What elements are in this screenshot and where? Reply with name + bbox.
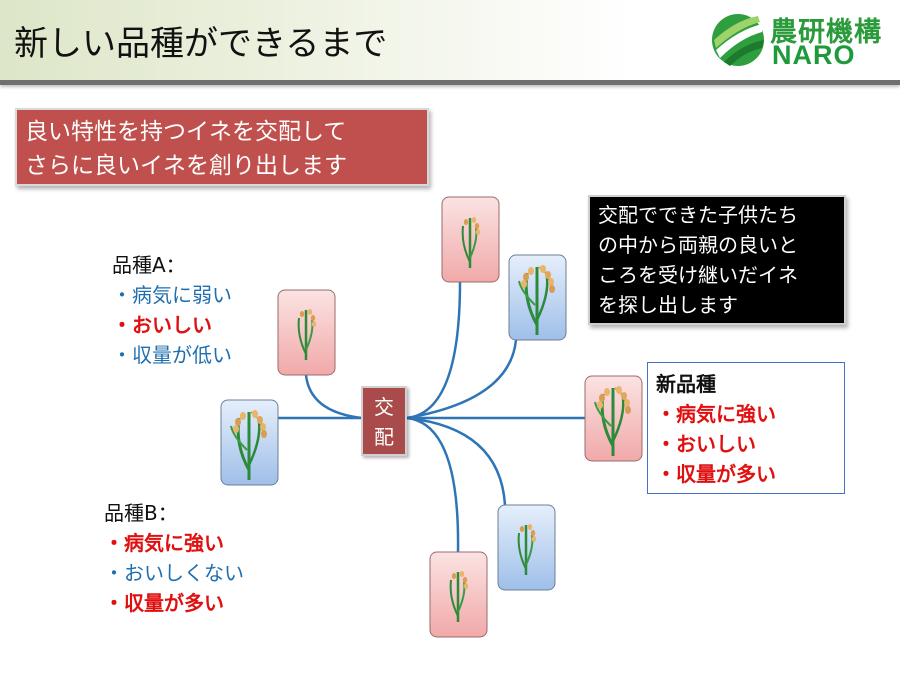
- trait-item: ・おいしくない: [104, 561, 244, 585]
- variety-a-traits: 品種A： ・病気に弱い ・おいしい ・収量が低い: [112, 250, 232, 370]
- trait-item: ・病気に強い: [656, 402, 776, 426]
- trait-item: ・収量が低い: [112, 343, 232, 367]
- note-line: の中から両親の良いと: [598, 233, 798, 257]
- variety-b-traits: 品種B： ・病気に強い ・おいしくない ・収量が多い: [104, 498, 244, 618]
- line-child-1: [406, 281, 462, 420]
- line-child-5: [406, 416, 460, 553]
- note-line: 交配でできた子供たち: [598, 203, 798, 227]
- parent-b-card: [220, 399, 279, 486]
- logo-text-en: NARO: [772, 40, 856, 70]
- logo-text-jp: 農研機構: [770, 17, 882, 48]
- trait-item: ・病気に強い: [104, 531, 224, 555]
- trait-item: ・おいしい: [656, 432, 756, 456]
- slide-header: 新しい品種ができるまで 農研機構 NARO: [0, 0, 900, 85]
- new-variety-box: 新品種 ・病気に強い ・おいしい ・収量が多い: [647, 362, 845, 494]
- variety-b-heading: 品種B：: [104, 501, 178, 525]
- parent-a-card: [277, 289, 336, 376]
- line-child-4: [406, 416, 507, 506]
- cross-label-char: 交: [374, 395, 394, 419]
- trait-item: ・収量が多い: [104, 591, 224, 615]
- intro-box: 良い特性を持つイネを交配して さらに良いイネを創り出します: [15, 108, 429, 186]
- child-card-3: [584, 375, 643, 462]
- child-card-1: [441, 196, 500, 283]
- cross-label-char: 配: [374, 425, 394, 449]
- note-line: ころを受け継いだイネ: [598, 263, 798, 287]
- cross-label: 交 配: [361, 386, 407, 456]
- child-card-2: [508, 254, 567, 341]
- naro-logo: 農研機構 NARO: [710, 8, 895, 72]
- trait-item: ・収量が多い: [656, 462, 776, 486]
- naro-logo-icon: [712, 14, 764, 66]
- trait-item: ・おいしい: [112, 313, 212, 337]
- intro-line: 良い特性を持つイネを交配して: [25, 119, 347, 145]
- line-child-2: [406, 339, 518, 420]
- trait-item: ・病気に弱い: [112, 283, 232, 307]
- variety-a-heading: 品種A：: [112, 253, 186, 277]
- line-parent-a: [304, 374, 363, 420]
- note-line: を探し出します: [598, 293, 738, 317]
- connector-lines: [278, 281, 585, 553]
- note-box: 交配でできた子供たち の中から両親の良いと ころを受け継いだイネ を探し出します: [588, 195, 846, 325]
- intro-line: さらに良いイネを創り出します: [25, 153, 347, 179]
- new-variety-heading: 新品種: [656, 372, 716, 396]
- child-card-4: [497, 504, 556, 591]
- slide-title: 新しい品種ができるまで: [14, 24, 388, 64]
- child-card-5: [429, 551, 488, 638]
